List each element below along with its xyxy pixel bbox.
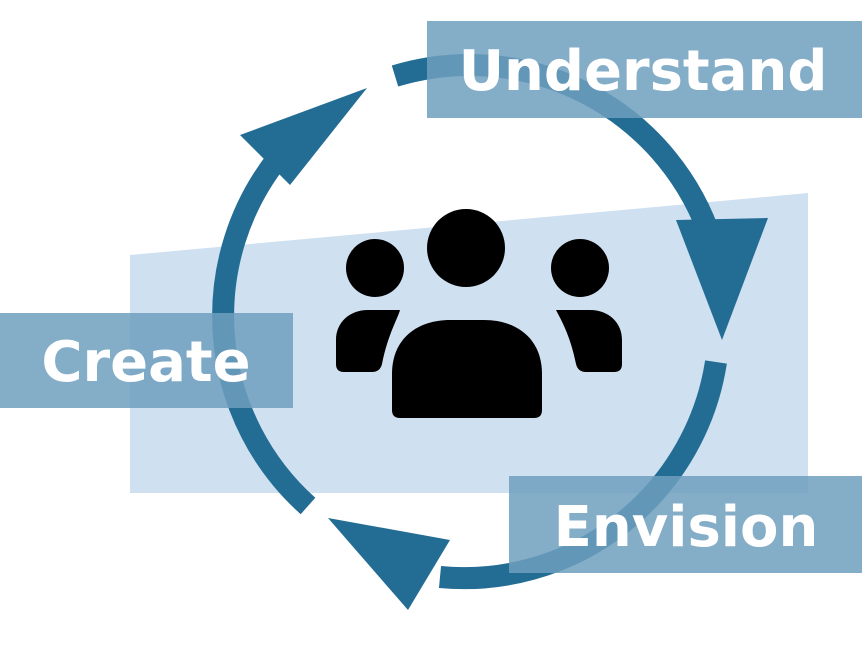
- understand-label-box: [427, 21, 862, 118]
- arrowhead-bottom: [328, 518, 450, 610]
- envision-label: Envision: [509, 476, 862, 573]
- understand-label-text: Understand: [459, 39, 828, 104]
- create-label-text: Create: [41, 330, 250, 395]
- arrow-heads: [240, 88, 768, 610]
- create-label-box: [0, 313, 293, 408]
- understand-label: Understand: [427, 21, 862, 118]
- arrowhead-top-left: [240, 88, 367, 185]
- arrowhead-right: [676, 218, 768, 340]
- users-group-icon: [336, 209, 622, 418]
- envision-label-box: [509, 476, 862, 573]
- envision-label-text: Envision: [554, 495, 819, 560]
- create-label: Create: [0, 313, 293, 408]
